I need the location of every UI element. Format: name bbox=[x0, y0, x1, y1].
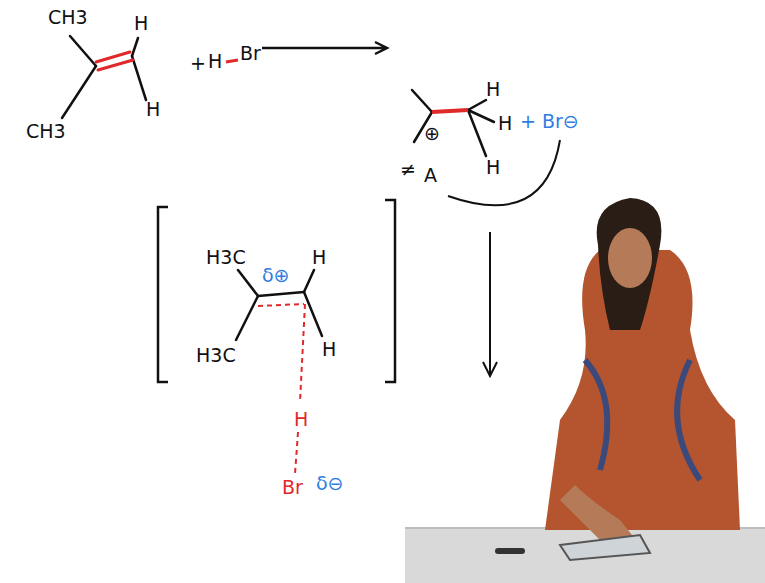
tablet bbox=[560, 535, 650, 560]
hydrogen-atom: H bbox=[486, 80, 500, 99]
presenter-hair bbox=[597, 198, 662, 330]
hydrogen-atom: H bbox=[498, 114, 512, 133]
attack-arrow bbox=[448, 140, 560, 205]
table bbox=[405, 528, 765, 583]
partial-positive-charge: δ⊕ bbox=[262, 266, 290, 285]
dress-pattern bbox=[585, 360, 700, 480]
methyl-group: CH3 bbox=[48, 8, 88, 27]
hydrogen-atom: H bbox=[312, 248, 326, 267]
bromine-atom: Br bbox=[282, 478, 303, 497]
partial-negative-charge: δ⊖ bbox=[316, 474, 344, 493]
pen bbox=[495, 548, 525, 554]
hydrogen-atom: H bbox=[294, 410, 308, 429]
intermediate-label: A bbox=[424, 166, 437, 185]
carbocation-structure bbox=[412, 90, 494, 156]
plus-sign: + bbox=[190, 54, 206, 73]
partial-bonds bbox=[258, 304, 305, 474]
right-bracket bbox=[385, 200, 395, 382]
bromide-ion: + Br⊖ bbox=[520, 112, 579, 131]
methyl-group: CH3 bbox=[26, 122, 66, 141]
transition-state-symbol: ≠ bbox=[400, 160, 416, 179]
hydrogen-atom: H bbox=[322, 340, 336, 359]
hydrogen-atom: H bbox=[146, 100, 160, 119]
left-bracket bbox=[158, 207, 168, 382]
bromine-atom: Br bbox=[240, 44, 261, 63]
alkene-structure bbox=[62, 36, 146, 118]
presenter-face bbox=[608, 228, 652, 288]
methyl-group: H3C bbox=[206, 248, 246, 267]
positive-charge: ⊕ bbox=[424, 124, 440, 143]
hydrogen-atom: H bbox=[208, 52, 222, 71]
double-bond bbox=[96, 52, 133, 70]
new-ch-bond bbox=[432, 110, 468, 112]
table-and-presenter bbox=[405, 198, 765, 583]
hydrogen-atom: H bbox=[134, 14, 148, 33]
reaction-arrow bbox=[262, 42, 387, 54]
methyl-group: H3C bbox=[196, 346, 236, 365]
hydrogen-atom: H bbox=[486, 158, 500, 177]
h-br-bond bbox=[226, 60, 238, 62]
down-arrow bbox=[483, 232, 497, 376]
